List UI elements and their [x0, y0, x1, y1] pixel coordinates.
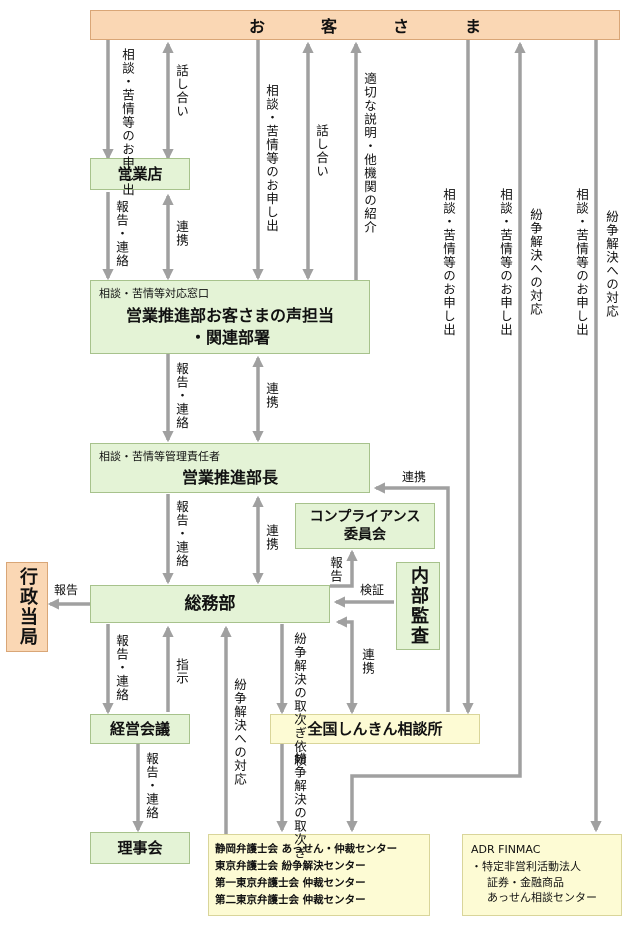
label-moushide2: 相談・苦情等のお申し出: [264, 84, 279, 233]
node-soumu: 総務部: [90, 585, 330, 623]
label-renkei1: 連携: [174, 220, 189, 247]
node-madoguchi-line1: 営業推進部お客さまの声担当: [125, 306, 334, 325]
node-eigyoten: 営業店: [90, 158, 190, 190]
finmac-line: ・特定非営利活動法人: [471, 860, 581, 873]
label-moushide5: 相談・苦情等のお申し出: [574, 188, 589, 337]
node-buchou-main: 営業推進部長: [181, 468, 278, 487]
node-naibu: 内部監査: [396, 562, 440, 650]
label-renkei3: 連携: [264, 524, 279, 551]
node-madoguchi-sub: 相談・苦情等対応窓口: [99, 287, 209, 300]
label-houkoku7: 報告・連絡: [144, 752, 159, 820]
label-tekisetsu: 適切な説明・他機関の紹介: [362, 72, 377, 234]
node-rijikai: 理事会: [90, 832, 190, 864]
label-moushide1: 相談・苦情等のお申し出: [120, 48, 135, 197]
finmac-line: ADR FINMAC: [471, 843, 541, 856]
node-naibu-label: 内部監査: [408, 566, 429, 646]
node-gyousei: 行政当局: [6, 562, 48, 652]
customers-char: お: [248, 17, 265, 36]
bengoshi-line: 第一東京弁護士会 仲裁センター: [215, 877, 366, 889]
bengoshi-line: 第二東京弁護士会 仲裁センター: [215, 894, 366, 906]
node-finmac: ADR FINMAC ・特定非営利活動法人 証券・金融商品 あっせん相談センター: [462, 834, 622, 916]
node-shinkin: 全国しんきん相談所: [270, 714, 480, 744]
node-buchou-sub: 相談・苦情等管理責任者: [99, 450, 220, 463]
node-keiei: 経営会議: [90, 714, 190, 744]
label-hanashiai2: 話し合い: [314, 124, 329, 178]
customers-char: ま: [464, 17, 481, 36]
node-compliance: コンプライアンス 委員会: [295, 503, 435, 549]
arrow-funsou1: [346, 41, 526, 833]
label-funsou2: 紛争解決への対応: [604, 210, 619, 318]
bengoshi-line: 東京弁護士会 紛争解決センター: [215, 860, 366, 872]
label-moushide3: 相談・苦情等のお申し出: [441, 188, 456, 337]
label-houkoku6: 報告・連絡: [114, 634, 129, 702]
label-houkoku1: 報告・連絡: [114, 200, 129, 268]
label-renkei4: 連携: [402, 470, 427, 484]
label-toritsugi: 紛争解決の取次ぎ: [292, 752, 307, 860]
label-kenshou: 検証: [360, 583, 385, 597]
label-funsou1: 紛争解決への対応: [528, 208, 543, 316]
finmac-line: あっせん相談センター: [487, 891, 597, 904]
node-bengoshi: 静岡弁護士会 あっせん・仲裁センター 東京弁護士会 紛争解決センター 第一東京弁…: [208, 834, 430, 916]
finmac-line: 証券・金融商品: [487, 876, 564, 889]
label-moushide4: 相談・苦情等のお申し出: [498, 188, 513, 337]
bengoshi-line: 静岡弁護士会 あっせん・仲裁センター: [215, 843, 398, 855]
label-houkoku4: 報告: [328, 556, 343, 583]
label-hanashiai1: 話し合い: [174, 64, 189, 118]
node-madoguchi: 相談・苦情等対応窓口 営業推進部お客さまの声担当 ・関連部署: [90, 280, 370, 354]
label-houkoku3: 報告・連絡: [174, 500, 189, 568]
node-buchou: 相談・苦情等管理責任者 営業推進部長: [90, 443, 370, 493]
label-houkoku5: 報告: [54, 583, 79, 597]
node-compliance-line1: コンプライアンス: [309, 509, 421, 525]
customers-char: さ: [392, 17, 409, 36]
arrow-renkei5: [335, 616, 358, 715]
customers-char: 客: [320, 17, 337, 36]
label-renkei5: 連携: [360, 648, 375, 675]
label-renkei2: 連携: [264, 382, 279, 409]
label-shiji: 指示: [174, 658, 189, 685]
node-gyousei-label: 行政当局: [17, 567, 38, 647]
label-toritsugi-irai: 紛争解決の取次ぎ依頼: [292, 632, 307, 767]
node-compliance-line2: 委員会: [344, 527, 386, 543]
customers-bar: お 客 さ ま: [90, 10, 620, 40]
label-houkoku2: 報告・連絡: [174, 362, 189, 430]
label-funsou3: 紛争解決への対応: [232, 678, 247, 786]
node-madoguchi-line2: ・関連部署: [189, 328, 270, 347]
